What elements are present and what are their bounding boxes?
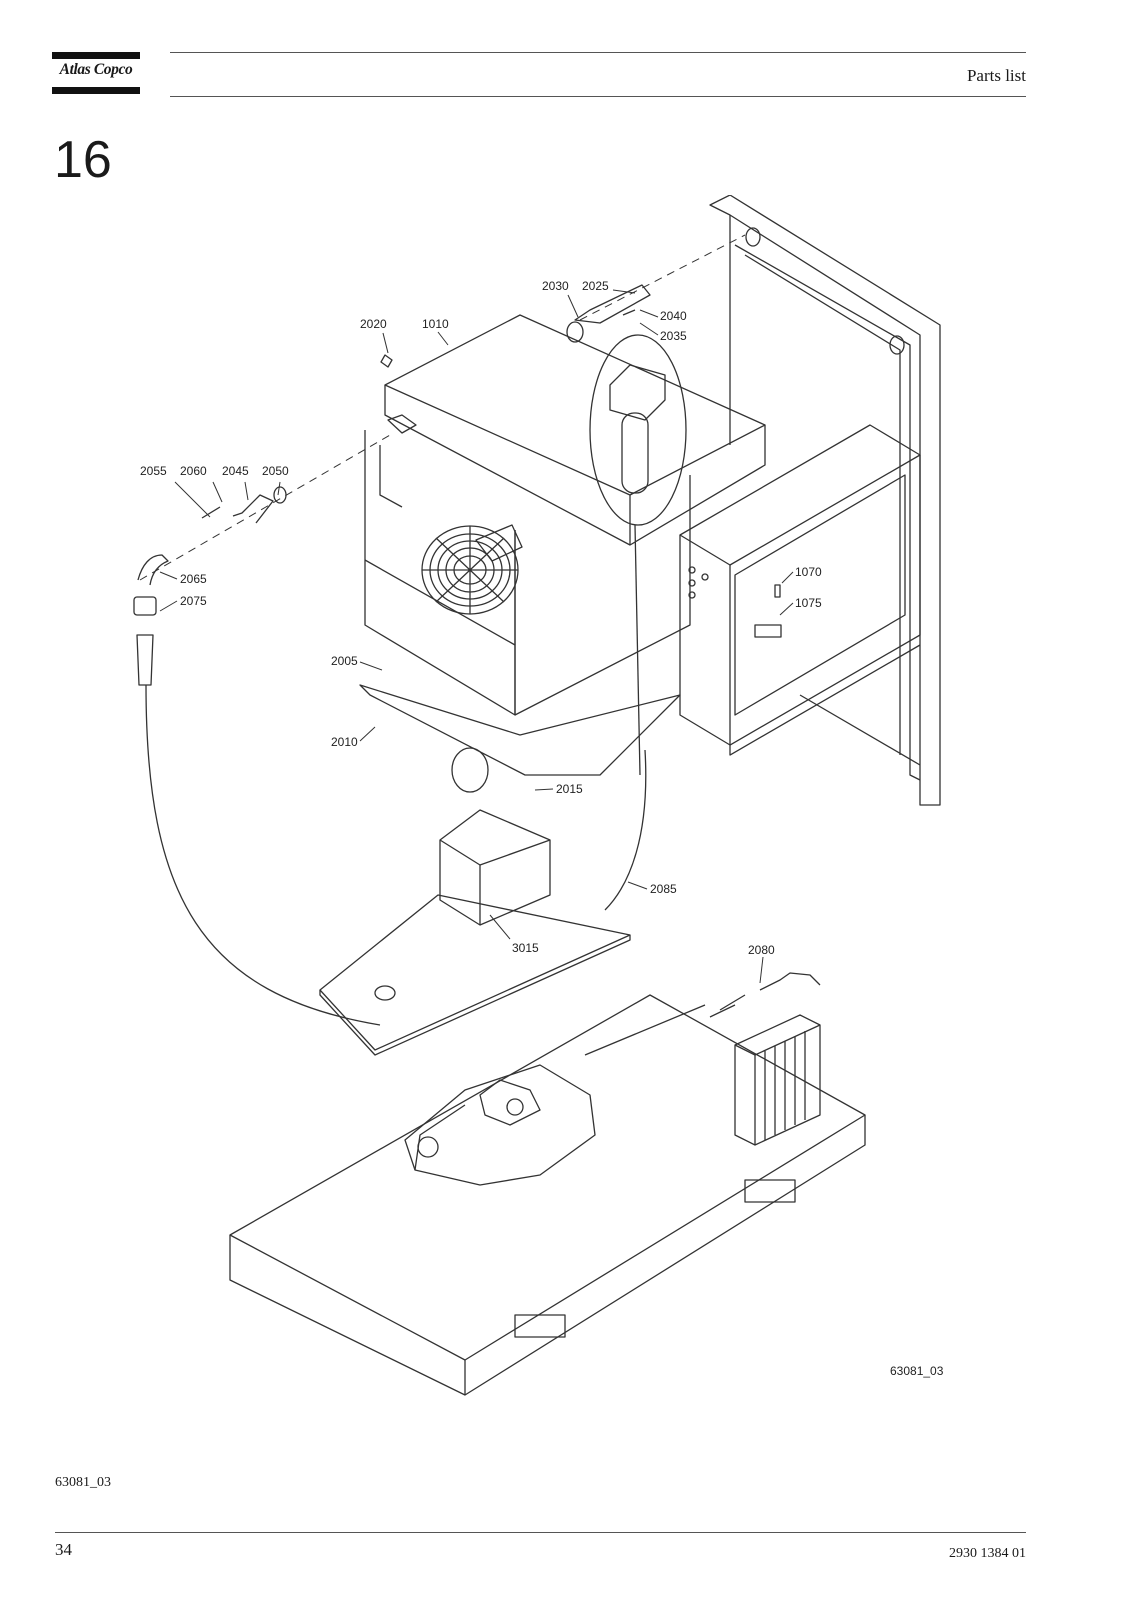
callout-2085: 2085 (650, 882, 677, 896)
footer-rule (55, 1532, 1026, 1533)
header-rule-bottom (170, 96, 1026, 97)
callout-2030: 2030 (542, 279, 569, 293)
flange-parts (201, 284, 651, 524)
header-title: Parts list (966, 66, 1026, 85)
callout-2080: 2080 (748, 943, 775, 957)
callout-2065: 2065 (180, 572, 207, 586)
callout-2075: 2075 (180, 594, 207, 608)
exploded-parts-drawing: 2030 2025 2040 2035 2020 1010 2055 2060 … (133, 195, 944, 1396)
callout-2060: 2060 (180, 464, 207, 478)
document-number: 2930 1384 01 (949, 1546, 1026, 1561)
callout-2005: 2005 (331, 654, 358, 668)
callout-labels: 2030 2025 2040 2035 2020 1010 2055 2060 … (140, 279, 944, 1378)
compressor-element (404, 1064, 596, 1186)
leader-lines (159, 289, 794, 984)
callout-2055: 2055 (140, 464, 167, 478)
callout-2050: 2050 (262, 464, 289, 478)
separator-plate (319, 894, 631, 1056)
callout-2015: 2015 (556, 782, 583, 796)
logo-bar-bottom (52, 87, 140, 94)
figure-caption: 63081_03 (55, 1475, 111, 1490)
page-number: 34 (55, 1540, 72, 1559)
oil-separator (439, 809, 551, 926)
header-rule-top (170, 52, 1026, 53)
callout-3015: 3015 (512, 941, 539, 955)
callout-2020: 2020 (360, 317, 387, 331)
cooler-housing (364, 314, 766, 716)
filter-detail (589, 334, 687, 776)
callout-2035: 2035 (660, 329, 687, 343)
compressor-base-frame (229, 994, 866, 1396)
section-number: 16 (54, 131, 112, 189)
callout-2045: 2045 (222, 464, 249, 478)
callout-1070: 1070 (795, 565, 822, 579)
atlas-copco-logo: Atlas Copco (52, 52, 140, 94)
callout-2025: 2025 (582, 279, 609, 293)
callout-2010: 2010 (331, 735, 358, 749)
pipe-2080 (584, 1004, 706, 1056)
fan-guard (421, 524, 523, 615)
callout-2040: 2040 (660, 309, 687, 323)
cooler-base-plate (359, 684, 681, 793)
heat-exchanger (709, 972, 821, 1146)
logo-bar-top (52, 52, 140, 59)
callout-1075: 1075 (795, 596, 822, 610)
drawing-id: 63081_03 (890, 1364, 944, 1378)
hose-assembly (133, 554, 381, 1026)
logo-text: Atlas Copco (59, 61, 133, 78)
hose-2085 (604, 749, 647, 911)
exploded-axis-lines (139, 234, 746, 581)
frame-panel (709, 195, 941, 806)
callout-1010: 1010 (422, 317, 449, 331)
electrical-cubicle (679, 424, 921, 766)
